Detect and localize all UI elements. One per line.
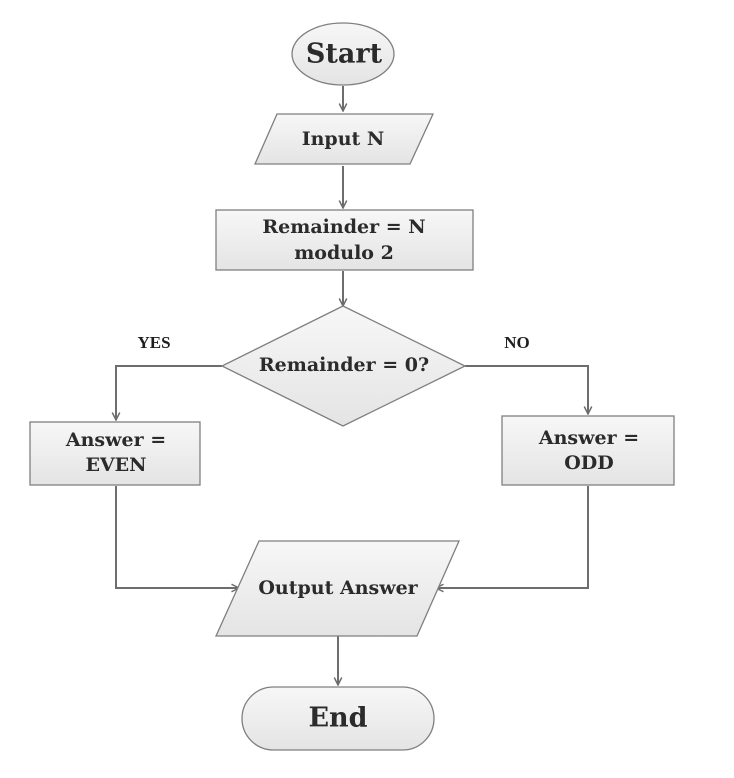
end-node: End: [241, 686, 435, 751]
decision-label: Remainder = 0?: [259, 354, 429, 376]
answer-odd-line2: ODD: [564, 452, 614, 474]
input-node: Input N: [254, 113, 435, 165]
answer-even-line2: EVEN: [85, 454, 146, 476]
process-node: Remainder = N modulo 2: [215, 209, 474, 271]
start-node: Start: [291, 22, 395, 86]
answer-odd-node: Answer = ODD: [501, 415, 675, 486]
arrow-decision-to-odd: [465, 365, 588, 414]
no-branch-label: NO: [504, 333, 530, 352]
arrow-even-to-output: [115, 486, 239, 588]
answer-even-node: Answer = EVEN: [29, 421, 201, 486]
connectors: [116, 86, 588, 685]
start-label: Start: [306, 39, 383, 70]
answer-even-line1: Answer =: [65, 429, 166, 451]
output-label: Output Answer: [258, 577, 418, 599]
arrow-decision-to-even: [116, 365, 222, 420]
end-label: End: [308, 703, 367, 734]
process-label-line2: modulo 2: [294, 242, 394, 264]
yes-branch-label: YES: [137, 333, 170, 352]
input-label: Input N: [302, 128, 385, 150]
answer-odd-line1: Answer =: [538, 427, 639, 449]
output-node: Output Answer: [214, 540, 460, 637]
arrow-odd-to-output: [436, 486, 589, 588]
process-label-line1: Remainder = N: [262, 216, 425, 238]
decision-node: Remainder = 0?: [220, 305, 467, 427]
